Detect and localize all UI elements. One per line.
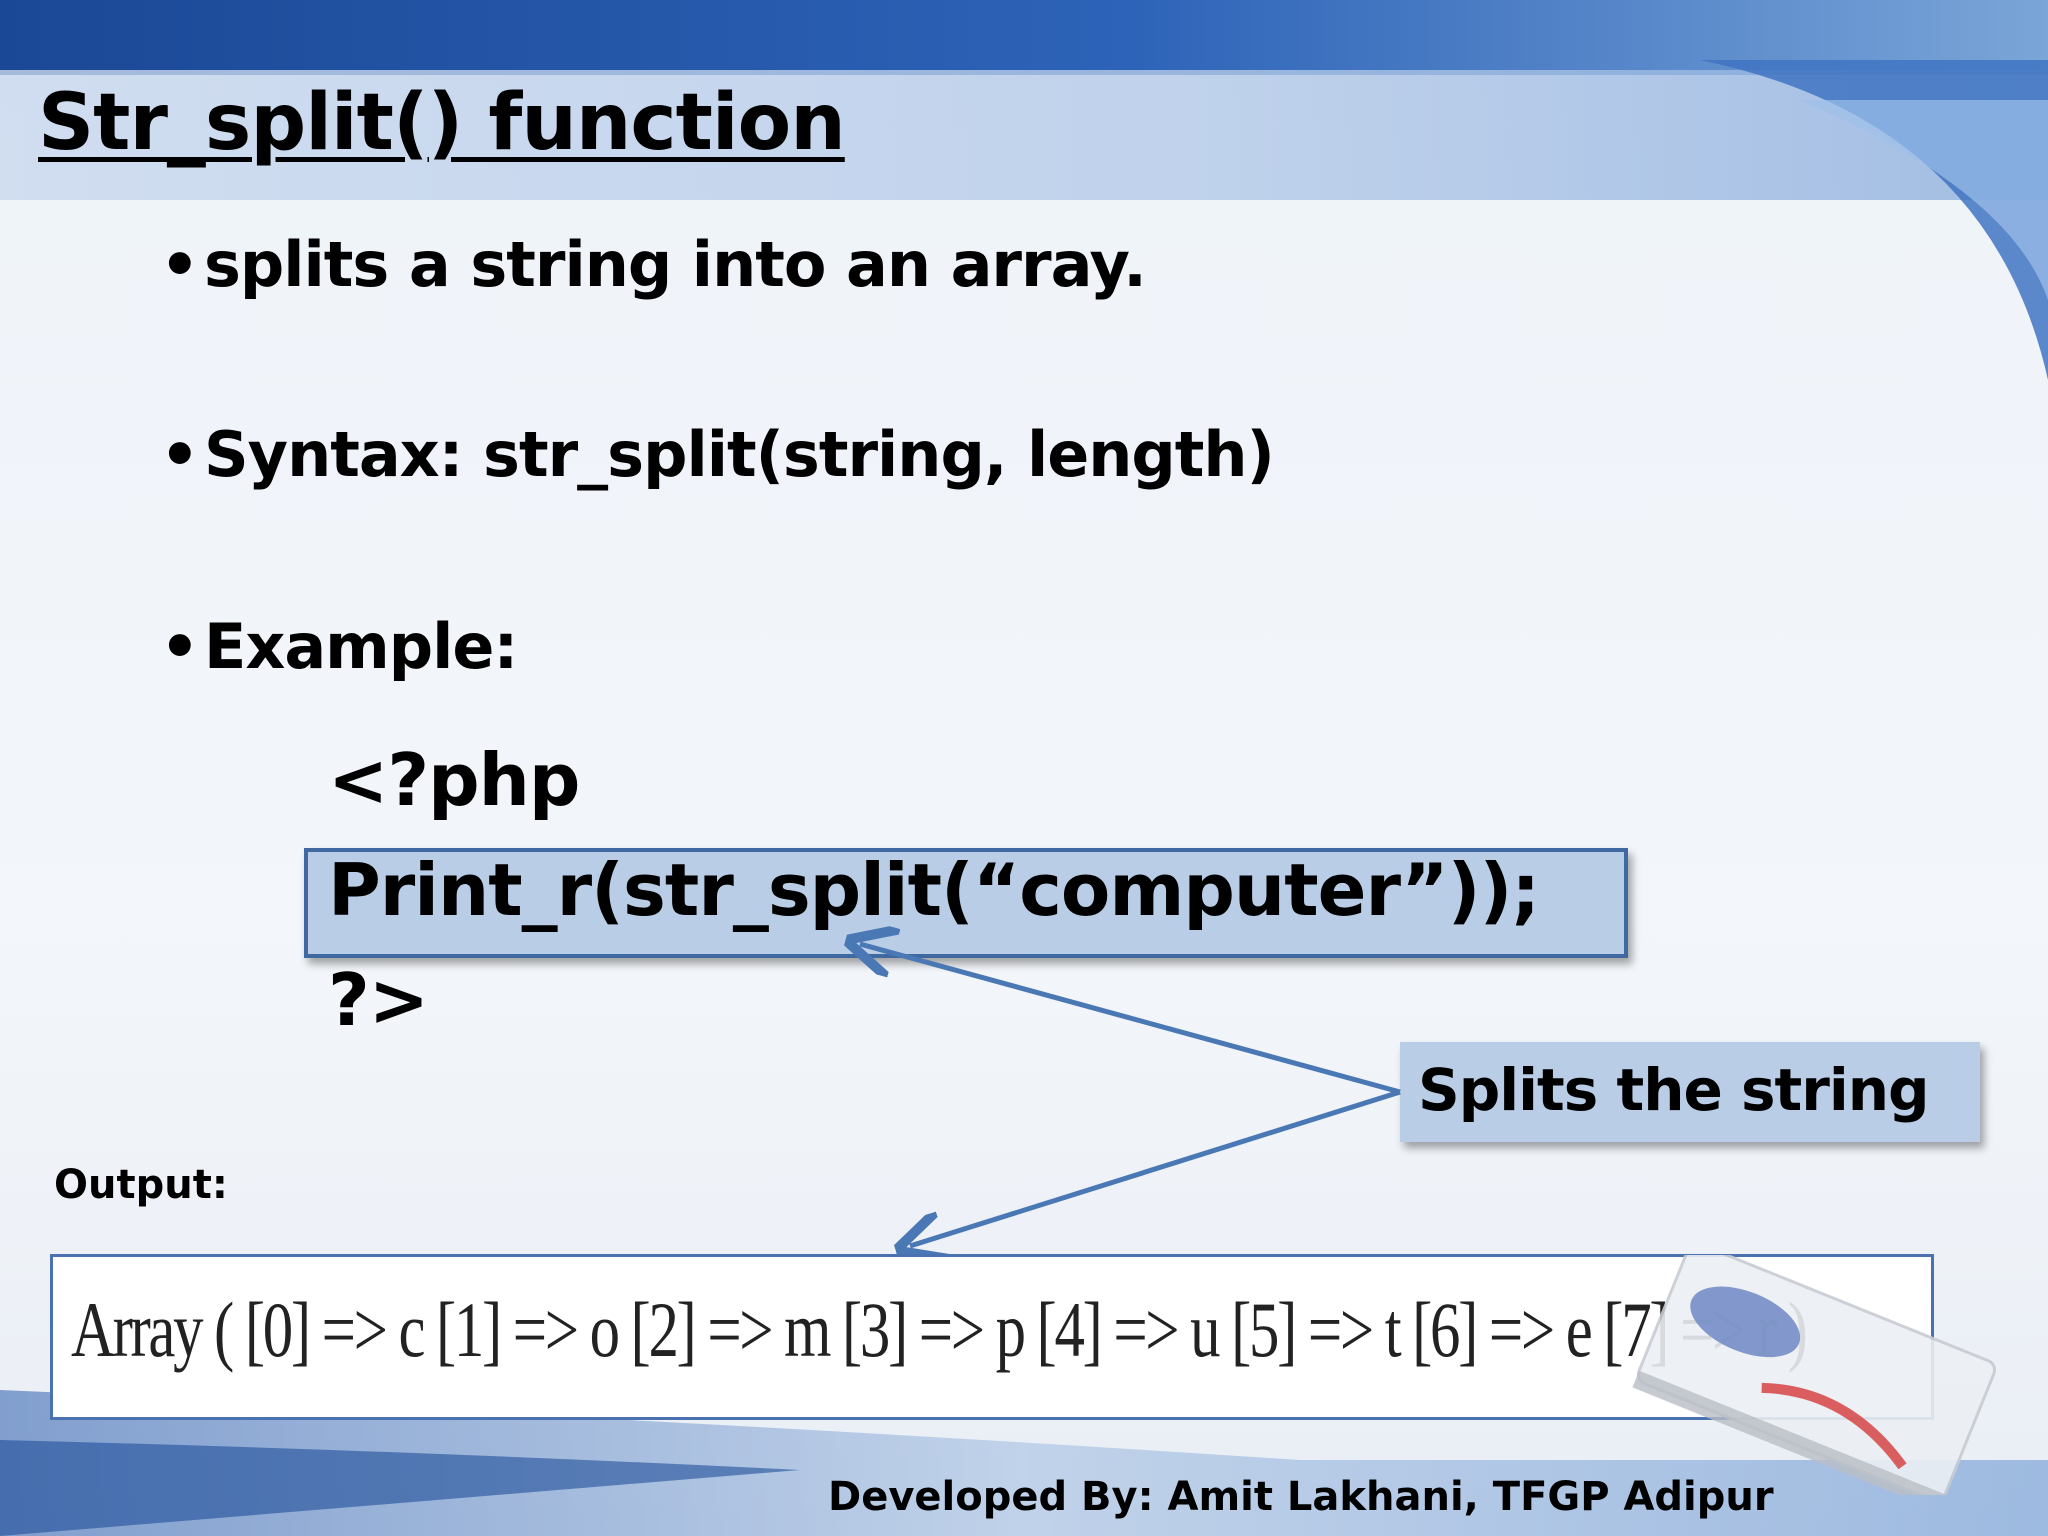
slide-title: Str_split() function [38,78,846,168]
code-line: <?php [328,738,580,822]
code-line-highlighted: Print_r(str_split(“computer”)); [328,848,1540,932]
output-label: Output: [54,1162,228,1208]
footer-credit: Developed By: Amit Lakhani, TFGP Adipur [828,1474,1774,1520]
callout-box: Splits the string [1400,1042,1980,1142]
bullet-item: •Syntax: str_split(string, length) [160,418,1275,491]
code-highlight-box [304,848,1628,958]
bullet-text: Syntax: str_split(string, length) [204,418,1275,491]
bullet-item: •Example: [160,610,518,683]
php-mysql-logo-icon [1632,1255,1997,1495]
code-line: ?> [328,958,429,1042]
bullet-text: Example: [204,610,518,683]
bullet-dot: • [160,610,200,683]
bullet-dot: • [160,418,200,491]
bullet-text: splits a string into an array. [204,228,1147,301]
bullet-item: •splits a string into an array. [160,228,1147,301]
bullet-dot: • [160,228,200,301]
output-box: Array ( [0] => c [1] => o [2] => m [3] =… [50,1254,1934,1420]
output-text: Array ( [0] => c [1] => o [2] => m [3] =… [71,1286,1808,1373]
callout-text: Splits the string [1418,1056,1930,1124]
